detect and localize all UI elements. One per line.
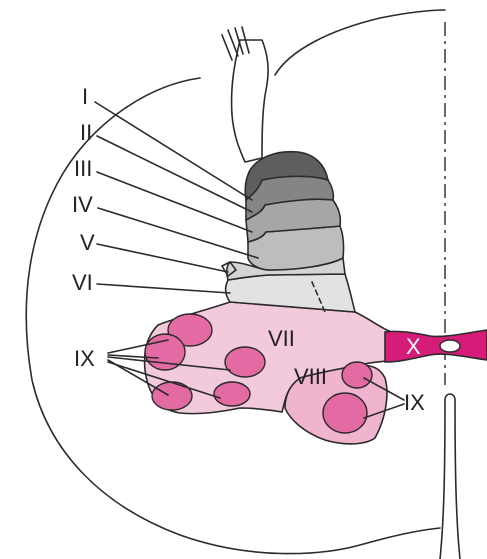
label-lamina-6: VI	[72, 270, 93, 295]
lamina-9-pool-3	[225, 347, 265, 377]
label-lamina-1: I	[82, 84, 88, 109]
label-lamina-10: X	[406, 334, 421, 359]
leader-lamina-3	[97, 172, 252, 232]
label-lamina-9-right: IX	[404, 390, 425, 415]
dorsal-root	[222, 27, 268, 162]
lamina-10-region	[385, 330, 487, 362]
label-lamina-9-left: IX	[74, 346, 95, 371]
label-lamina-4: IV	[72, 192, 93, 217]
lamina-9-pool-4	[152, 382, 192, 410]
leader-lamina-6	[97, 284, 230, 293]
leader-lamina-5	[97, 244, 228, 272]
lamina-9-pool-6	[342, 362, 372, 388]
lamina-9-pool-7	[323, 393, 367, 433]
dorsal-column-outline	[275, 10, 445, 75]
label-lamina-8: VIII	[294, 364, 327, 389]
central-canal	[440, 340, 460, 352]
leader-lamina-4	[98, 208, 258, 258]
label-lamina-7: VII	[268, 326, 295, 351]
ventral-median-fissure	[440, 394, 460, 559]
leader-lamina-1	[95, 102, 252, 200]
lamina-9-pool-5	[214, 382, 250, 406]
leader-lamina-2	[97, 136, 252, 212]
label-lamina-2: II	[80, 120, 92, 145]
label-lamina-5: V	[80, 230, 95, 255]
label-lamina-3: III	[74, 156, 92, 181]
